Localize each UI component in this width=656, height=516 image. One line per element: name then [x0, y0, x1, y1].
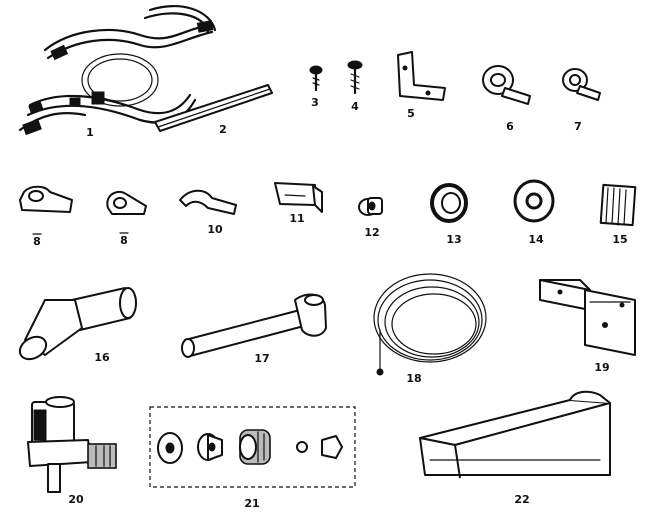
part-20-water-valve	[27, 396, 117, 493]
part-7-clamp	[562, 68, 601, 101]
part-12-fitting	[358, 197, 383, 216]
part-label: 13	[446, 233, 461, 246]
part-label: 10	[207, 223, 223, 236]
part-3-screw	[309, 65, 323, 92]
part-label: 1	[86, 126, 94, 139]
part-19-bracket	[539, 279, 636, 356]
part-4-screw	[347, 60, 363, 95]
part-label: 20	[68, 493, 84, 506]
part-18-coiled-tubing	[373, 273, 487, 376]
part-label: 8	[120, 234, 128, 247]
part-label: 4	[351, 100, 359, 113]
part-15-pad	[599, 183, 637, 227]
part-label: 21	[244, 497, 259, 510]
part-label: 19	[594, 361, 609, 374]
part-2-channel-strip	[154, 84, 273, 132]
part-5-l-bracket	[397, 51, 446, 101]
part-label: 6	[506, 120, 514, 133]
part-14-washer	[513, 179, 555, 223]
part-8-clip-right	[106, 190, 147, 215]
part-number-labels: 1 2 3 4 5 6 7 8 8 10 11 12 13 14 15 16 1…	[33, 96, 627, 510]
part-8-clip-left	[19, 185, 73, 213]
part-21-fitting-kit	[149, 406, 356, 488]
part-label: 7	[574, 120, 582, 133]
part-6-clamp	[482, 65, 531, 105]
part-10-bent-clip	[179, 189, 237, 215]
part-22-ice-bin	[419, 390, 611, 479]
part-11-tab-bracket	[274, 182, 323, 213]
part-13-ring	[430, 183, 468, 223]
part-label: 11	[289, 212, 304, 225]
part-label: 17	[254, 352, 269, 365]
part-label: 16	[94, 351, 110, 364]
part-label: 22	[514, 493, 529, 506]
part-16-elbow-tube	[18, 287, 137, 361]
part-label: 12	[364, 226, 379, 239]
part-label: 8	[33, 235, 41, 248]
part-label: 5	[407, 107, 415, 120]
part-label: 18	[406, 372, 421, 385]
part-label: 14	[528, 233, 544, 246]
part-label: 3	[311, 96, 319, 109]
part-label: 2	[219, 123, 227, 136]
part-label: 15	[612, 233, 627, 246]
part-17-straight-tube	[181, 293, 327, 358]
